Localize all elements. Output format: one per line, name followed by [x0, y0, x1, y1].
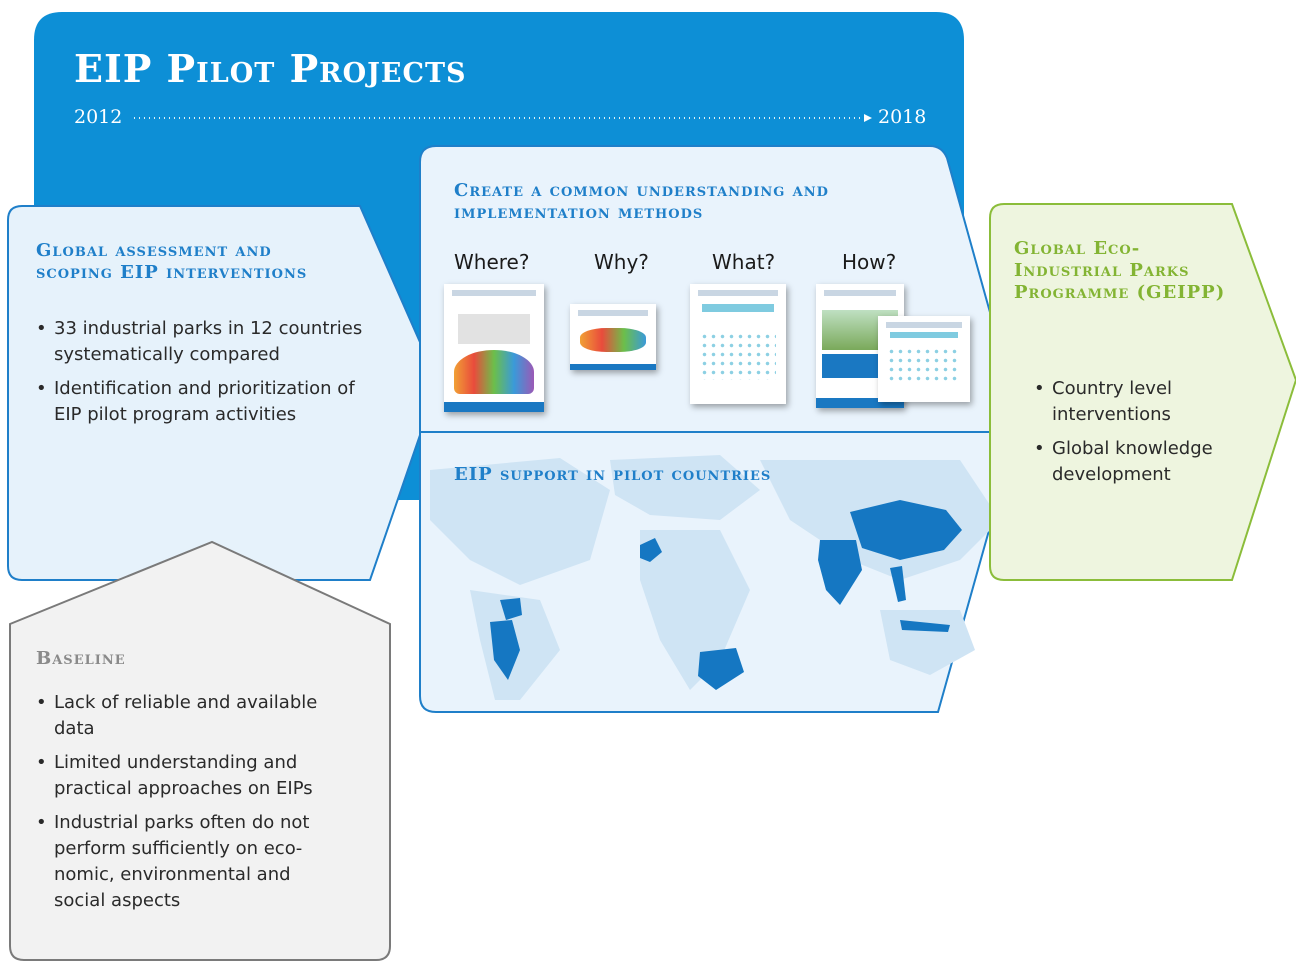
common-understanding-heading: Create a common understanding and implem…: [454, 180, 829, 223]
country-peru: [490, 620, 520, 680]
list-item: Country level interventions: [1034, 376, 1244, 428]
page-title: EIP Pilot Projects: [74, 46, 467, 91]
list-item: Global knowledge development: [1034, 436, 1244, 488]
country-india: [818, 540, 862, 605]
country-vietnam: [890, 566, 906, 602]
list-item: Industrial parks often do not perform su…: [36, 810, 346, 914]
country-china: [850, 500, 962, 560]
global-assessment-heading: Global assessment and scoping EIP interv…: [36, 240, 308, 283]
country-colombia: [500, 598, 522, 620]
list-item: Limited understanding and practical appr…: [36, 750, 346, 802]
year-end: 2018: [878, 106, 927, 128]
question-how: How?: [842, 250, 897, 274]
baseline-list: Lack of reliable and available data Limi…: [36, 690, 346, 922]
baseline-heading: Baseline: [36, 648, 126, 669]
report-thumbnail-how-2: [878, 316, 970, 402]
question-what: What?: [712, 250, 776, 274]
list-item: Lack of reliable and available data: [36, 690, 346, 742]
list-item: 33 industrial parks in 12 coun­tries sys…: [36, 316, 366, 368]
geipp-list: Country level interventions Global knowl…: [1034, 376, 1244, 496]
report-thumbnail-where: [444, 284, 544, 412]
report-thumbnail-why: [570, 304, 656, 370]
country-south-africa: [698, 648, 744, 690]
pilot-support-heading: EIP support in pilot countries: [454, 464, 772, 485]
geipp-heading: Global Eco-Industrial Parks Programme (G…: [1014, 238, 1226, 303]
question-why: Why?: [594, 250, 649, 274]
country-indonesia: [900, 620, 950, 632]
pilot-countries: [490, 500, 962, 690]
timeline-arrowhead: [864, 114, 872, 122]
report-thumbnail-what: [690, 284, 786, 404]
year-start: 2012: [74, 106, 123, 128]
global-assessment-list: 33 industrial parks in 12 coun­tries sys…: [36, 316, 366, 436]
question-where: Where?: [454, 250, 530, 274]
list-item: Identification and prioritization of EIP…: [36, 376, 366, 428]
country-morocco: [640, 538, 662, 562]
